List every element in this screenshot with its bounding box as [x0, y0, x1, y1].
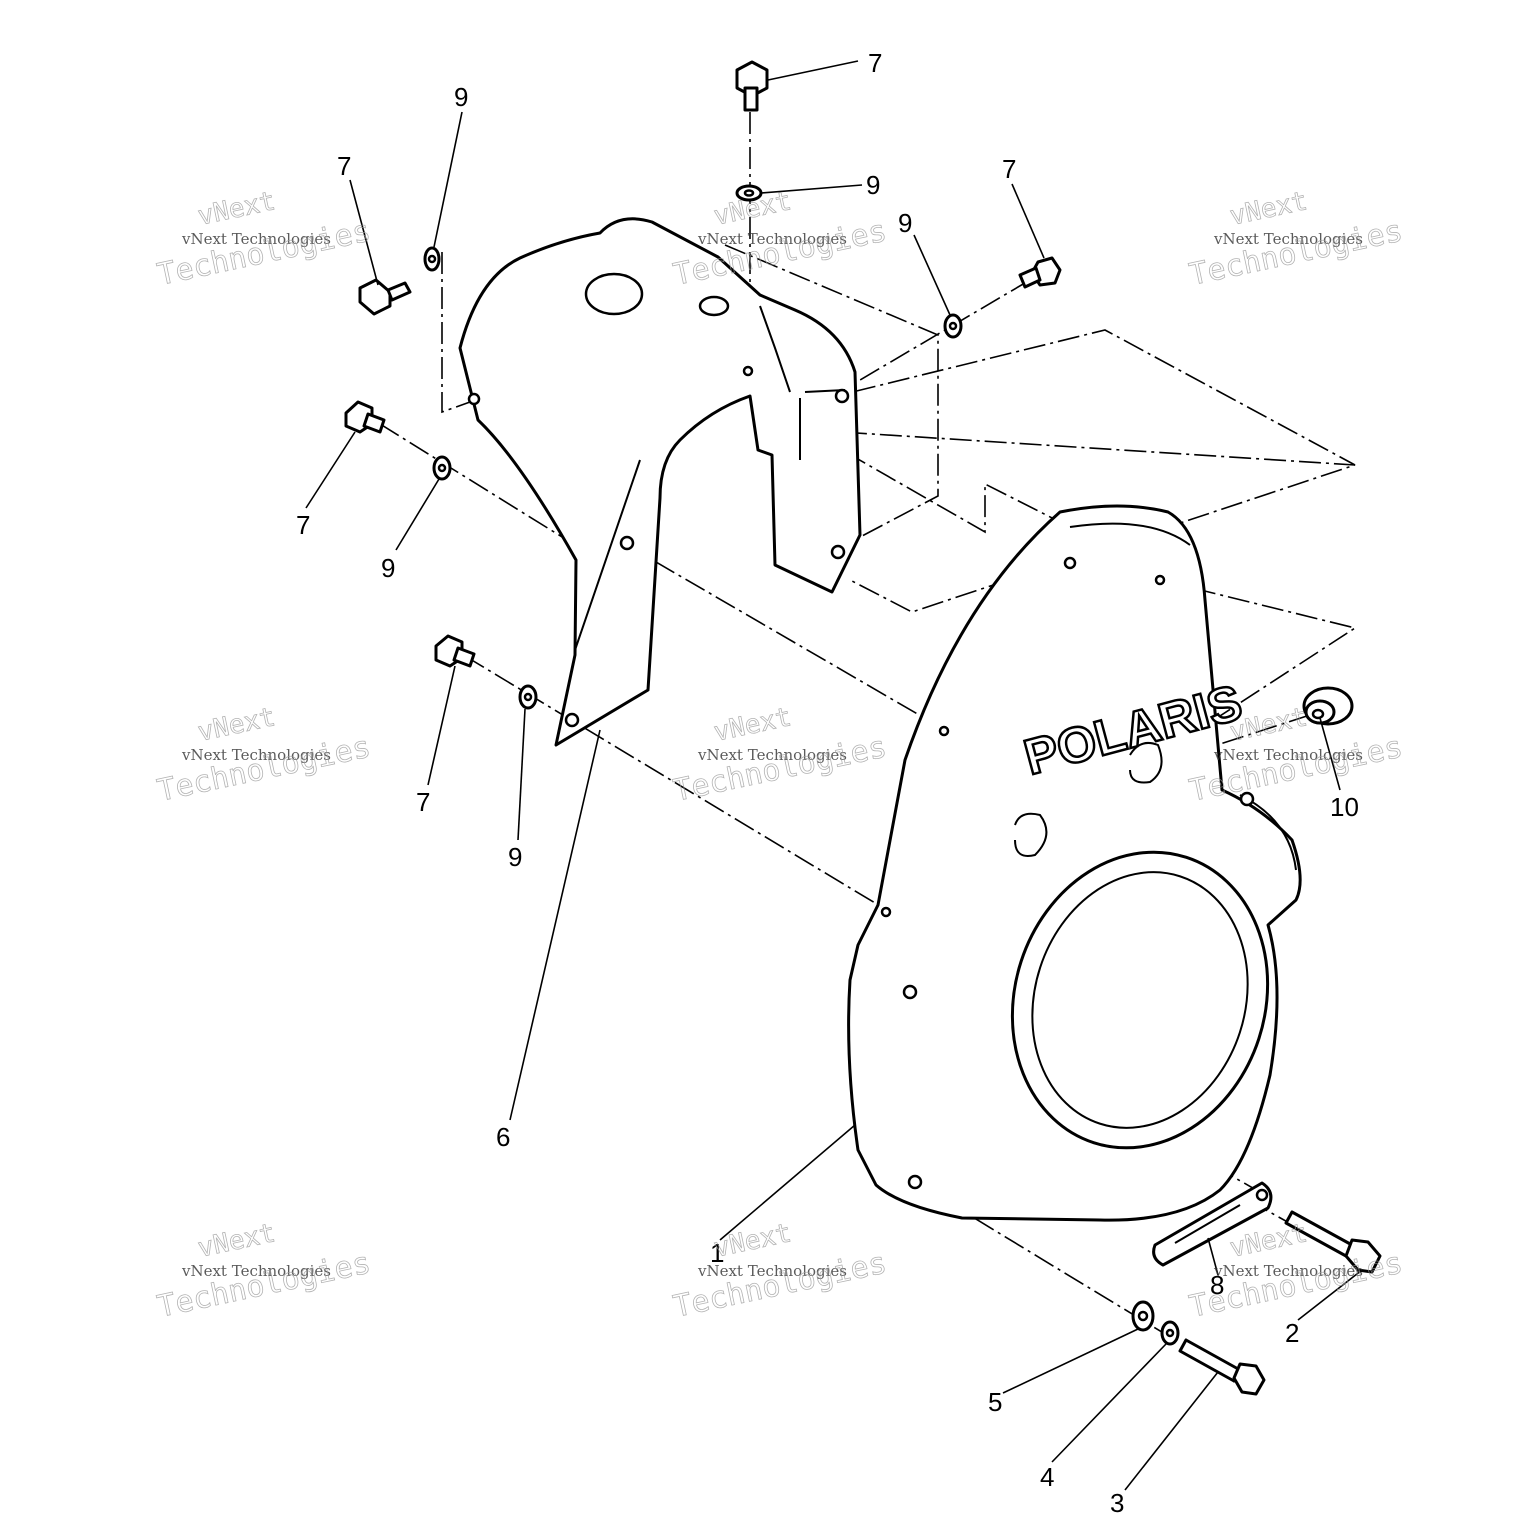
watermark-text: Technologies — [670, 1246, 889, 1325]
watermark-text: vNext — [711, 1218, 794, 1264]
callout-3: 3 — [1110, 1488, 1124, 1518]
watermark-text: Technologies — [154, 1246, 373, 1325]
strap-part-8 — [1152, 1181, 1273, 1267]
watermark-text: Technologies — [670, 730, 889, 809]
fastener-bolt-2 — [1284, 1210, 1382, 1274]
watermark-middle-left: vNext vNext Technologies Technologies — [154, 702, 374, 809]
callout-10: 10 — [1330, 792, 1359, 822]
watermark-text: vNext Technologies — [1213, 1262, 1363, 1280]
fastener-bolt-3 — [1178, 1338, 1266, 1396]
watermark-top-center: vNext vNext Technologies Technologies — [670, 186, 890, 293]
callout-1: 1 — [710, 1238, 724, 1268]
watermark-top-right: vNext vNext Technologies Technologies — [1186, 186, 1406, 293]
watermark-text: Technologies — [154, 214, 373, 293]
callout-2: 2 — [1285, 1318, 1299, 1348]
watermark-text: vNext Technologies — [697, 1262, 847, 1280]
callout-9-upper-right: 9 — [898, 208, 912, 238]
watermark-text: Technologies — [670, 214, 889, 293]
callout-leader-lines — [305, 60, 1363, 1491]
callout-8: 8 — [1210, 1270, 1224, 1300]
watermark-text: Technologies — [1186, 730, 1405, 809]
callout-9-lower-left: 9 — [508, 842, 522, 872]
watermark-text: vNext Technologies — [181, 230, 331, 248]
callout-7-top: 7 — [868, 48, 882, 78]
fastener-bolt-7-upper-left — [358, 278, 412, 316]
fastener-bolt-7-top — [735, 60, 769, 112]
callout-9-middle-left: 9 — [381, 553, 395, 583]
watermark-text: vNext Technologies — [181, 746, 331, 764]
watermark-text: vNext — [1227, 186, 1310, 232]
fastener-bolt-7-upper-right — [1018, 256, 1062, 289]
watermark-text: Technologies — [1186, 214, 1405, 293]
fastener-washer-9-upper-right — [943, 313, 963, 339]
callout-7-upper-right: 7 — [1002, 154, 1016, 184]
watermark-middle-center: vNext vNext Technologies Technologies — [670, 702, 890, 809]
callout-7-upper-left: 7 — [337, 151, 351, 181]
watermark-text: vNext — [195, 702, 278, 748]
fastener-washer-9-upper-left — [423, 246, 441, 272]
watermark-top-left: vNext vNext Technologies Technologies — [154, 186, 374, 293]
callout-6: 6 — [496, 1122, 510, 1152]
watermark-text: vNext — [711, 702, 794, 748]
fastener-washer-4 — [1160, 1320, 1180, 1346]
fastener-bolt-7-middle-left — [344, 400, 386, 434]
watermark-text: vNext — [711, 186, 794, 232]
watermark-text: vNext — [195, 1218, 278, 1264]
watermark-text: vNext Technologies — [1213, 230, 1363, 248]
watermark-bottom-left: vNext vNext Technologies Technologies — [154, 1218, 374, 1325]
fastener-plug-10 — [1302, 686, 1354, 726]
callout-9-top: 9 — [866, 170, 880, 200]
watermark-text: vNext Technologies — [697, 746, 847, 764]
watermark-text: vNext Technologies — [697, 230, 847, 248]
callout-7-lower-left: 7 — [416, 787, 430, 817]
blower-housing-part-1: POLARIS — [847, 504, 1302, 1222]
upper-shroud-part-6 — [458, 217, 862, 747]
callout-4: 4 — [1040, 1462, 1054, 1492]
fastener-bolt-7-lower-left — [434, 634, 476, 668]
watermark-text: vNext Technologies — [1213, 746, 1363, 764]
watermark-text: vNext — [195, 186, 278, 232]
callout-labels: 7 9 7 9 7 9 7 9 7 9 6 10 1 8 2 5 4 3 — [296, 48, 1359, 1518]
watermark-text: Technologies — [154, 730, 373, 809]
watermark-text: Technologies — [1186, 1246, 1405, 1325]
callout-5: 5 — [988, 1387, 1002, 1417]
watermark-bottom-center: vNext vNext Technologies Technologies — [670, 1218, 890, 1325]
fastener-washer-9-lower-left — [518, 684, 538, 710]
fastener-washer-5 — [1131, 1300, 1155, 1332]
callout-9-upper-left: 9 — [454, 82, 468, 112]
fastener-washer-9-middle-left — [432, 455, 452, 481]
watermark-text: vNext Technologies — [181, 1262, 331, 1280]
callout-7-middle-left: 7 — [296, 510, 310, 540]
